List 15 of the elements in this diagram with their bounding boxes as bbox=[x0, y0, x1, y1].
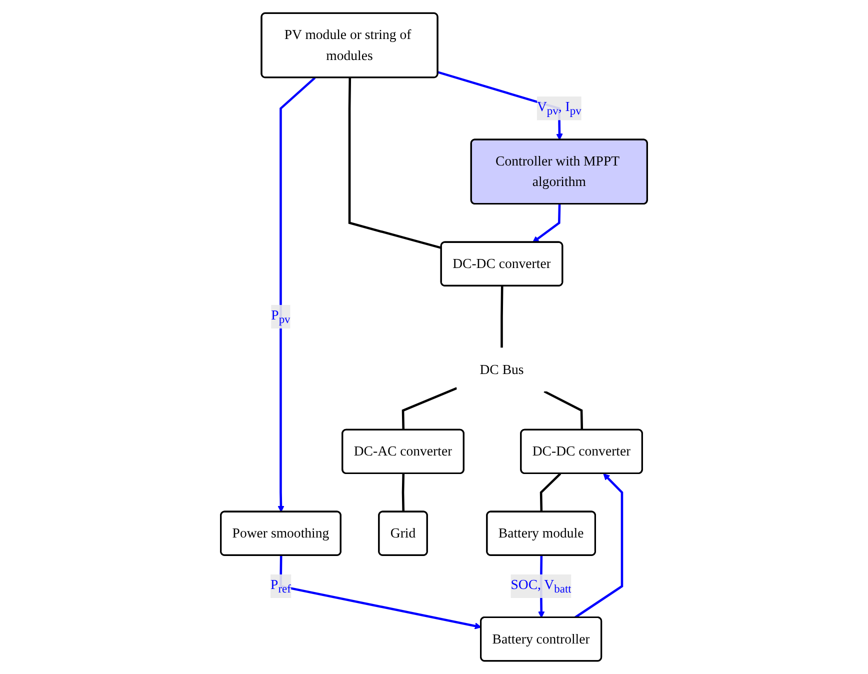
arrow bbox=[574, 473, 624, 619]
connector bbox=[544, 390, 584, 430]
connector bbox=[500, 286, 504, 348]
connector bbox=[402, 387, 458, 430]
edge-label: P$_{pv}$ bbox=[271, 307, 290, 326]
edge-label: SOC, V$_{batt}$ bbox=[510, 576, 572, 596]
connector bbox=[540, 472, 562, 512]
connector bbox=[402, 474, 405, 512]
edge-label: V$_{pv}$, I$_{pv}$ bbox=[536, 98, 582, 118]
arrow bbox=[532, 204, 561, 243]
node-text: DC Bus bbox=[480, 362, 524, 377]
edge-label: P$_{ref}$ bbox=[270, 576, 291, 596]
arrow bbox=[278, 76, 316, 512]
arrow bbox=[280, 556, 482, 630]
connector bbox=[348, 78, 442, 250]
